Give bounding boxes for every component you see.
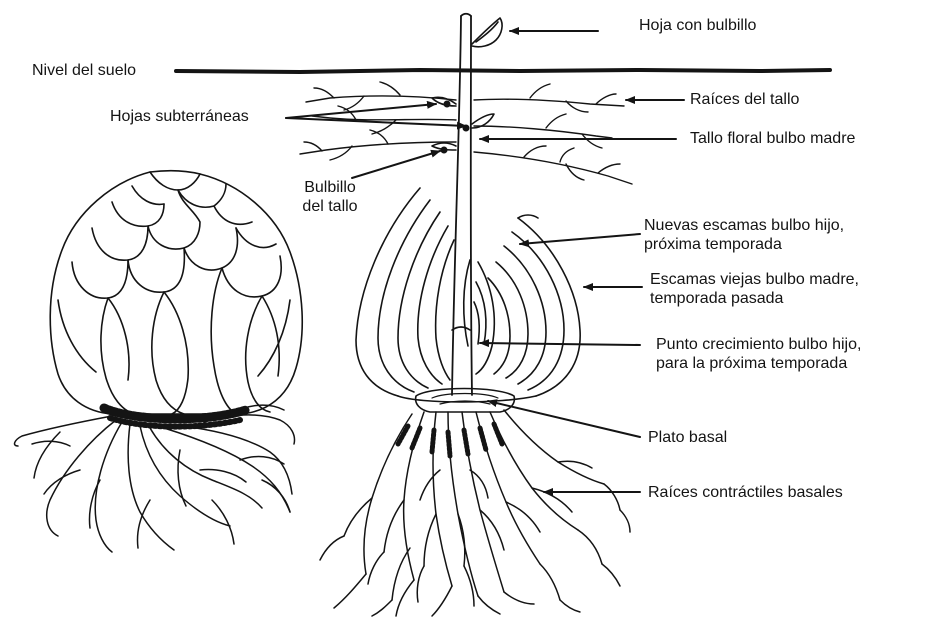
label-nuevas-escamas-line-2: próxima temporada bbox=[644, 235, 844, 254]
growing-point bbox=[452, 327, 470, 330]
label-escamas-viejas-line-2: temporada pasada bbox=[650, 289, 859, 308]
label-raices-contractiles: Raíces contráctiles basales bbox=[648, 483, 843, 502]
label-bulbillo-del-tallo-line-1: Bulbillo bbox=[290, 178, 370, 197]
leader-bulbillo-del-tallo bbox=[352, 151, 440, 178]
label-nivel-del-suelo: Nivel del suelo bbox=[32, 61, 136, 80]
contractile-root-rings bbox=[398, 424, 502, 456]
label-raices-del-tallo: Raíces del tallo bbox=[690, 90, 799, 109]
label-escamas-viejas-line-1: Escamas viejas bulbo madre, bbox=[650, 270, 859, 289]
label-hojas-subterraneas: Hojas subterráneas bbox=[110, 107, 249, 126]
label-punto-crecimiento: Punto crecimiento bulbo hijo, para la pr… bbox=[656, 335, 861, 373]
bulb-cross-section bbox=[356, 188, 580, 402]
label-punto-crecimiento-line-2: para la próxima temporada bbox=[656, 354, 861, 373]
label-tallo-floral: Tallo floral bulbo madre bbox=[690, 129, 855, 148]
label-nuevas-escamas-line-1: Nuevas escamas bulbo hijo, bbox=[644, 216, 844, 235]
basal-contractile-roots bbox=[320, 410, 630, 616]
label-punto-crecimiento-line-1: Punto crecimiento bulbo hijo, bbox=[656, 335, 861, 354]
label-hoja-con-bulbillo: Hoja con bulbillo bbox=[639, 16, 756, 35]
label-bulbillo-del-tallo: Bulbillo del tallo bbox=[290, 178, 370, 216]
label-plato-basal: Plato basal bbox=[648, 428, 727, 447]
scaly-bulb bbox=[50, 171, 302, 414]
leader-punto-crecimiento bbox=[480, 343, 640, 345]
leaf-with-bulbil bbox=[472, 18, 502, 47]
label-nuevas-escamas: Nuevas escamas bulbo hijo, próxima tempo… bbox=[644, 216, 844, 254]
soil-level-line bbox=[176, 70, 830, 72]
label-escamas-viejas: Escamas viejas bulbo madre, temporada pa… bbox=[650, 270, 859, 308]
stem-roots bbox=[300, 82, 632, 184]
leader-hojas-subterraneas-1 bbox=[286, 104, 436, 118]
label-bulbillo-del-tallo-line-2: del tallo bbox=[290, 197, 370, 216]
